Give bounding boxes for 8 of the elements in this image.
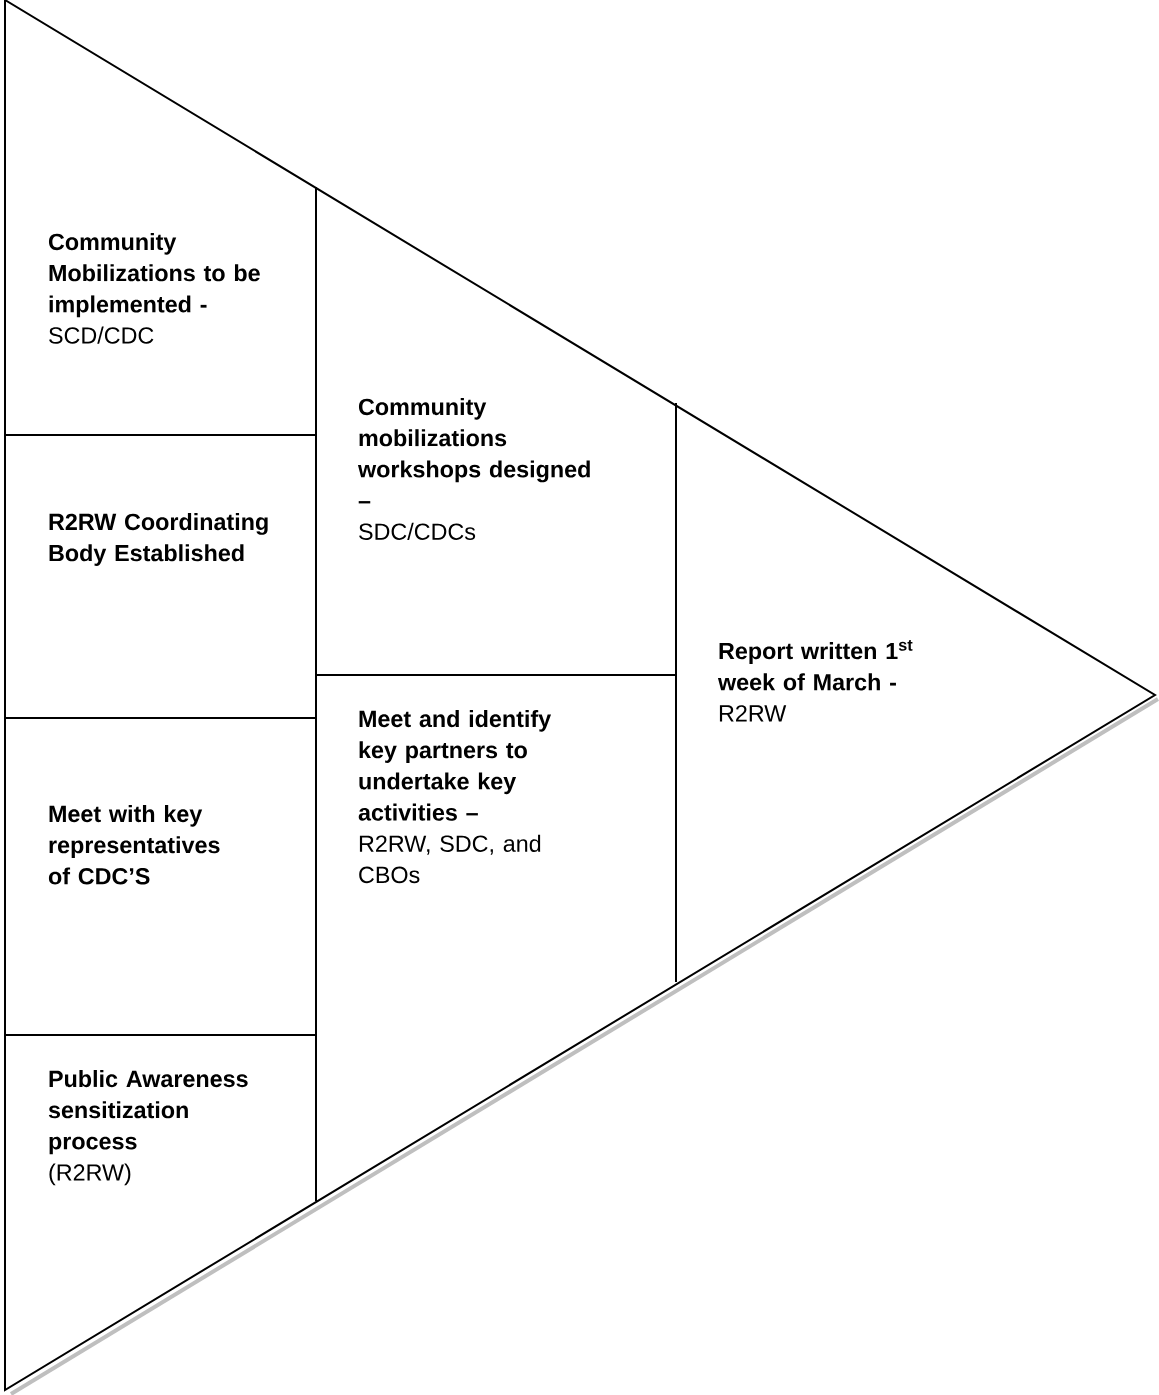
cell-text: Community Mobilizations to be implemented - SCD/CDC <box>48 233 260 344</box>
cell-text: Community mobilizations workshops designed – SDC/CDCs <box>357 398 590 540</box>
cell-text: Report written 1$^{st}$ week of March - R2RW <box>717 640 913 722</box>
cell-text: R2RW Coordinating Body Established <box>49 513 268 566</box>
cell-text: Meet with key representatives of CDC’S <box>48 805 220 885</box>
triangle <box>4 0 1159 1395</box>
cell-text: Meet and identify key partners to undertake key activities – R2RW, SDC, and CBOs <box>358 710 552 884</box>
cell-text: Public Awareness sensitization process (R2RW) <box>48 1070 248 1186</box>
